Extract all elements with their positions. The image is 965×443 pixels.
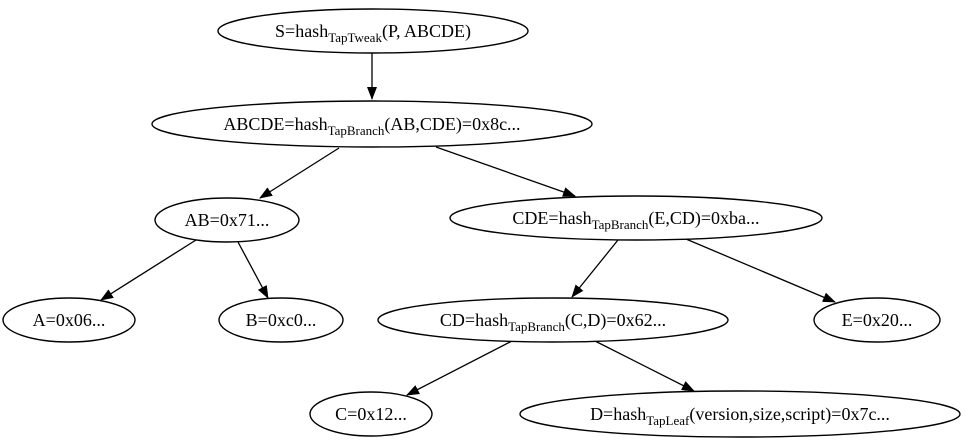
- node-cde-ellipse: [449, 195, 823, 241]
- node-a: A=0x06...: [2, 297, 136, 343]
- node-abcde: ABCDE=hashTapBranch(AB,CDE)=0x8c...: [151, 100, 593, 148]
- node-s-ellipse: [217, 8, 529, 54]
- edge-ab-a: [100, 239, 197, 301]
- node-abcde-label: ABCDE=hashTapBranch(AB,CDE)=0x8c...: [223, 114, 520, 138]
- node-cde-label: CDE=hashTapBranch(E,CD)=0xba...: [512, 208, 759, 232]
- node-e-ellipse: [813, 297, 941, 343]
- edge-cde-e: [685, 238, 836, 303]
- edge-ab-b: [237, 241, 269, 299]
- node-abcde-ellipse: [151, 100, 593, 148]
- node-d-label: D=hashTapLeaf(version,size,script)=0x7c.…: [590, 404, 890, 428]
- node-cde: CDE=hashTapBranch(E,CD)=0xba...: [449, 195, 823, 241]
- node-d-ellipse: [519, 390, 961, 438]
- node-a-label: A=0x06...: [33, 310, 106, 330]
- node-ab-label: AB=0x71...: [185, 210, 270, 230]
- node-ab: AB=0x71...: [154, 197, 300, 243]
- edge-cd-c: [406, 340, 513, 396]
- node-cd: CD=hashTapBranch(C,D)=0x62...: [377, 297, 729, 343]
- node-c-label: C=0x12...: [335, 404, 407, 424]
- edge-abcde-cde: [435, 146, 576, 197]
- edge-cde-cd: [571, 239, 619, 298]
- node-b-ellipse: [218, 297, 344, 343]
- node-s-label: S=hashTapTweak(P, ABCDE): [275, 21, 471, 45]
- node-a-ellipse: [2, 297, 136, 343]
- edge-cd-d: [594, 340, 695, 392]
- node-c: C=0x12...: [309, 391, 433, 437]
- node-c-ellipse: [309, 391, 433, 437]
- node-cd-ellipse: [377, 297, 729, 343]
- node-e: E=0x20...: [813, 297, 941, 343]
- node-s: S=hashTapTweak(P, ABCDE): [217, 8, 529, 54]
- edges-layer: [100, 53, 836, 396]
- edge-abcde-ab: [259, 147, 340, 199]
- node-b-label: B=0xc0...: [246, 310, 317, 330]
- node-e-label: E=0x20...: [842, 310, 913, 330]
- node-d: D=hashTapLeaf(version,size,script)=0x7c.…: [519, 390, 961, 438]
- node-b: B=0xc0...: [218, 297, 344, 343]
- node-cd-label: CD=hashTapBranch(C,D)=0x62...: [440, 310, 666, 334]
- node-ab-ellipse: [154, 197, 300, 243]
